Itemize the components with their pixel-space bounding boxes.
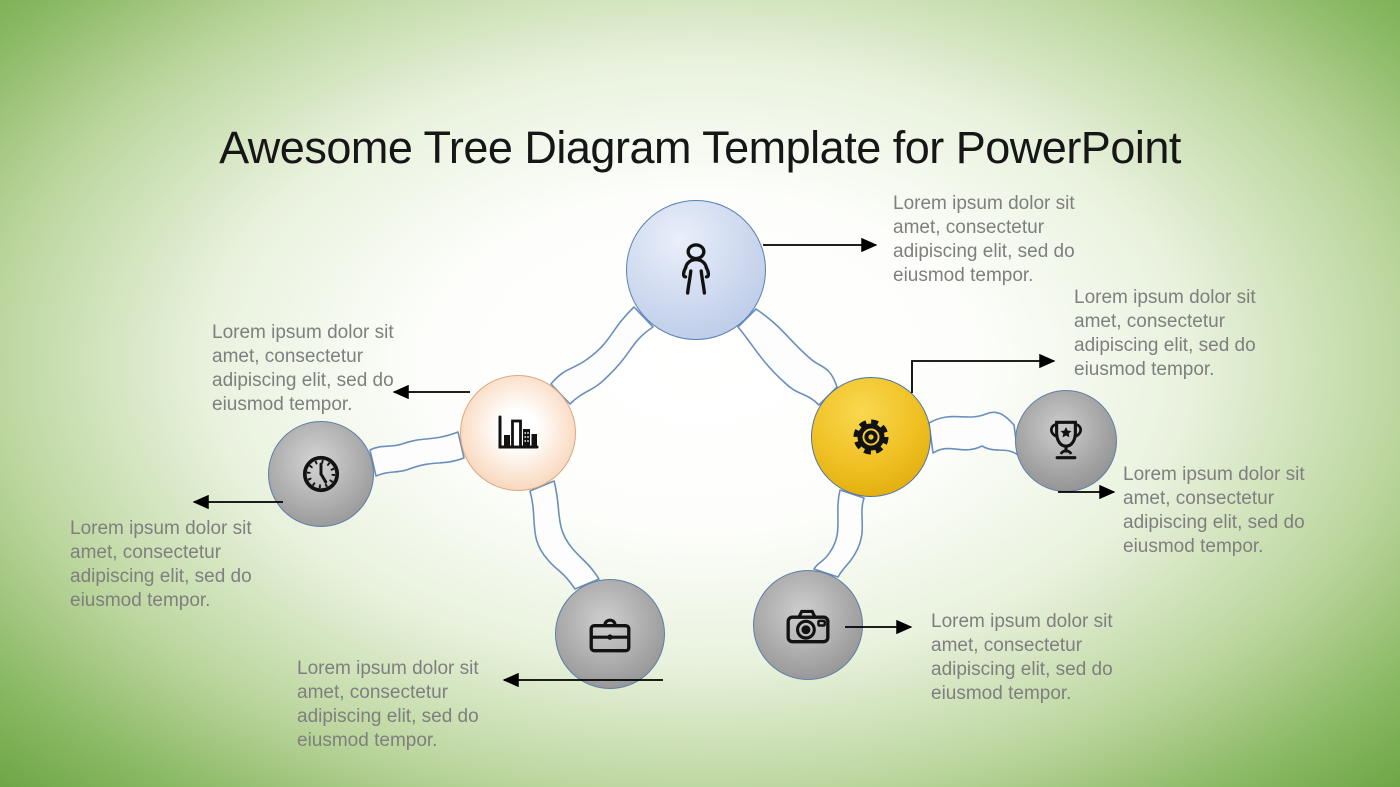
node-industry: [460, 375, 576, 491]
connector-person-industry: [550, 306, 654, 405]
node-briefcase: [555, 579, 665, 689]
gear-icon: [853, 419, 889, 455]
callout-clock: Lorem ipsum dolor sit amet, consectetur …: [70, 518, 252, 611]
trophy-icon: [1050, 420, 1082, 460]
callout-trophy: Lorem ipsum dolor sit amet, consectetur …: [1123, 464, 1305, 557]
connector-person-gear: [737, 308, 838, 406]
camera-icon: [786, 609, 830, 644]
connector-industry-clock: [369, 431, 465, 477]
node-gear: [811, 377, 931, 497]
clock-icon: [302, 455, 340, 493]
bar-chart-city-icon: [498, 415, 539, 449]
callout-person: Lorem ipsum dolor sit amet, consectetur …: [893, 193, 1075, 286]
callout-gear: Lorem ipsum dolor sit amet, consectetur …: [1074, 287, 1256, 380]
callout-industry: Lorem ipsum dolor sit amet, consectetur …: [212, 322, 394, 415]
node-clock: [268, 421, 374, 527]
person-icon: [681, 243, 711, 295]
connector-industry-briefcase: [529, 480, 600, 590]
slide-title: Awesome Tree Diagram Template for PowerP…: [219, 122, 1181, 174]
callout-camera: Lorem ipsum dolor sit amet, consectetur …: [931, 611, 1113, 704]
node-person: [626, 200, 766, 340]
node-trophy: [1015, 390, 1117, 492]
callout-briefcase: Lorem ipsum dolor sit amet, consectetur …: [297, 658, 479, 751]
node-camera: [753, 570, 863, 680]
connector-gear-trophy: [928, 411, 1019, 456]
connector-gear-camera: [813, 489, 865, 578]
briefcase-icon: [589, 618, 631, 653]
